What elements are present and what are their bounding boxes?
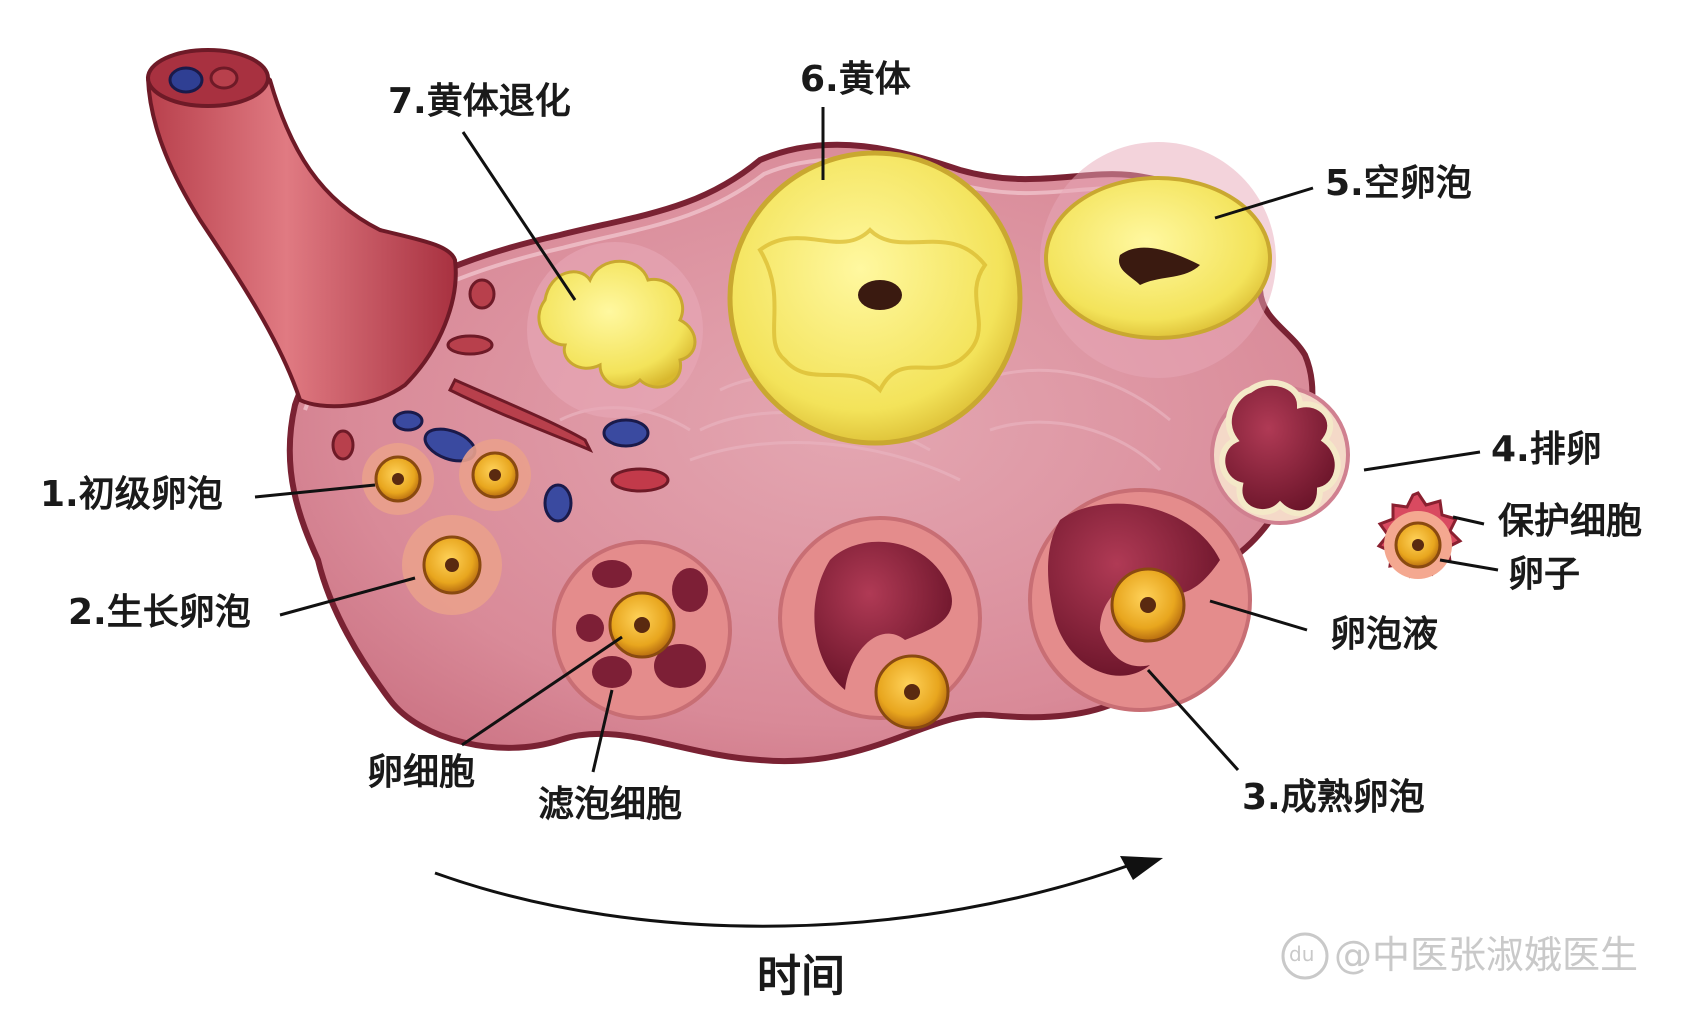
watermark-badge: du bbox=[1289, 942, 1315, 966]
time-arrow bbox=[434, 863, 1131, 928]
label-empty-follicle: 5.空卵泡 bbox=[1325, 163, 1472, 204]
label-mature-follicle: 3.成熟卵泡 bbox=[1242, 777, 1425, 818]
corpus-luteum-regressing bbox=[527, 242, 703, 418]
released-ovum bbox=[1376, 491, 1463, 579]
blood-vessel-tube bbox=[145, 62, 458, 409]
leader-lines bbox=[254, 107, 1499, 773]
label-ovum: 卵子 bbox=[1508, 554, 1581, 595]
primary-follicle-2 bbox=[459, 439, 531, 511]
label-follicle-cells: 滤泡细胞 bbox=[538, 784, 683, 825]
watermark-text: @中医张淑娥医生 bbox=[1334, 933, 1639, 977]
label-follicular-fluid: 卵泡液 bbox=[1330, 614, 1439, 655]
label-time: 时间 bbox=[757, 951, 845, 1002]
maturing-follicle bbox=[778, 516, 982, 730]
tube-lumen-artery bbox=[209, 66, 239, 90]
label-protective-cells: 保护细胞 bbox=[1498, 501, 1643, 542]
label-ovulation: 4.排卵 bbox=[1491, 429, 1602, 470]
tube-lumen-vein bbox=[168, 66, 204, 94]
growing-follicle-large bbox=[552, 540, 732, 720]
ovulating-follicle bbox=[1210, 379, 1350, 525]
time-arrow-head bbox=[1120, 856, 1163, 880]
tube-opening bbox=[146, 48, 270, 108]
label-oocyte: 卵细胞 bbox=[367, 752, 476, 793]
label-corpus-luteum-regression: 7.黄体退化 bbox=[388, 81, 571, 122]
primary-follicle-1 bbox=[362, 443, 434, 515]
growing-follicle-small bbox=[402, 515, 502, 615]
label-primary-follicle: 1.初级卵泡 bbox=[40, 474, 223, 515]
corpus-luteum bbox=[727, 150, 1023, 446]
small-vessels bbox=[331, 278, 670, 523]
empty-follicle bbox=[1040, 142, 1276, 378]
label-corpus-luteum: 6.黄体 bbox=[800, 59, 911, 100]
label-growing-follicle: 2.生长卵泡 bbox=[68, 592, 251, 633]
watermark-logo-icon bbox=[1281, 932, 1329, 980]
mature-follicle bbox=[1028, 488, 1252, 712]
